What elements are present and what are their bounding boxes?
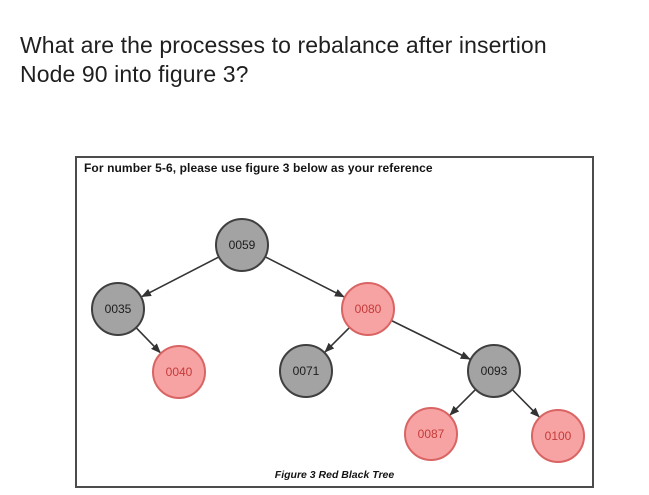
question-line-2: Node 90 into figure 3?: [20, 61, 249, 87]
tree-edge-0059-0080: [264, 256, 345, 298]
tree-edge-0093-0100: [511, 388, 540, 418]
tree-node-0087: 0087: [404, 407, 458, 461]
tree-node-label-0040: 0040: [166, 365, 193, 379]
tree-node-label-0071: 0071: [293, 364, 320, 378]
tree-node-label-0035: 0035: [105, 302, 132, 316]
tree-node-label-0100: 0100: [545, 429, 572, 443]
tree-node-0080: 0080: [341, 282, 395, 336]
tree-edges: [135, 256, 540, 418]
tree-node-label-0093: 0093: [481, 364, 508, 378]
tree-node-circle-0080: [341, 282, 395, 336]
tree-node-circle-0071: [279, 344, 333, 398]
tree-edge-0080-0093: [390, 319, 471, 360]
tree-node-circle-0100: [531, 409, 585, 463]
tree-node-0035: 0035: [91, 282, 145, 336]
tree-node-circle-0093: [467, 344, 521, 398]
tree-nodes: 0059 0035 0080 0040 0071 0093 0087 0100: [91, 218, 585, 463]
tree-edge-0080-0071: [324, 326, 351, 353]
tree-svg: 0059 0035 0080 0040 0071 0093 0087 0100: [91, 218, 585, 463]
tree-node-circle-0040: [152, 345, 206, 399]
tree-node-label-0087: 0087: [418, 427, 445, 441]
figure-caption: Figure 3 Red Black Tree: [274, 469, 395, 481]
tree-node-circle-0087: [404, 407, 458, 461]
question-line-1: What are the processes to rebalance afte…: [20, 32, 547, 58]
tree-node-circle-0059: [215, 218, 269, 272]
tree-edge-0059-0035: [141, 256, 220, 298]
tree-node-0100: 0100: [531, 409, 585, 463]
figure-box: 0059 0035 0080 0040 0071 0093 0087 0100 For num…: [75, 156, 594, 488]
question-text: What are the processes to rebalance afte…: [20, 31, 642, 89]
tree-node-label-0059: 0059: [229, 238, 256, 252]
tree-node-0093: 0093: [467, 344, 521, 398]
tree-node-circle-0035: [91, 282, 145, 336]
tree-node-0071: 0071: [279, 344, 333, 398]
tree-node-0059: 0059: [215, 218, 269, 272]
tree-edge-0035-0040: [135, 327, 161, 354]
tree-edge-0093-0087: [449, 388, 477, 416]
tree-node-label-0080: 0080: [355, 302, 382, 316]
figure-header: For number 5-6, please use figure 3 belo…: [84, 161, 433, 175]
tree-node-0040: 0040: [152, 345, 206, 399]
